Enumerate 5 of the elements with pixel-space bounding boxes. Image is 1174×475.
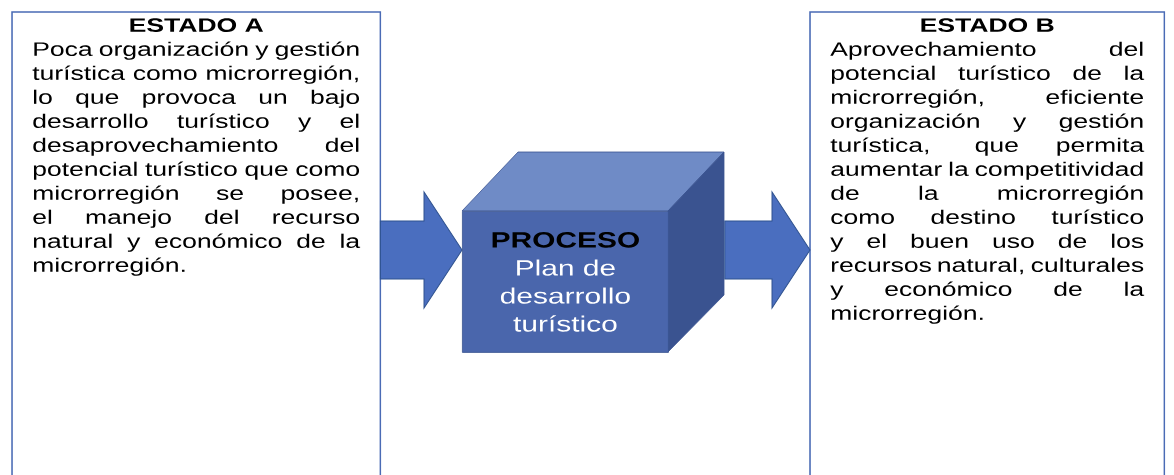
block-arrow <box>379 191 463 309</box>
text-box: ESTADO B Aprovechamiento del potencial turístico de la microrregión, eficiente organización y gestión turística, que permita aumentar la competitividad de la microrregión como destino turístico y el buen uso de los recursos natural, culturales y económico de la microrregión. <box>809 11 1166 475</box>
block-arrow <box>724 191 811 309</box>
cube-drawing: PROCESO Plan de desarrollo turístico <box>461 151 725 353</box>
text-box: ESTADO A Poca organización y gestión turística como microrregión, lo que provoca un bajo desarrollo turístico y el desaprovechamiento del potencial turístico que como microrregión se posee, el manejo del recurso natural y económico de la microrregión. <box>11 11 382 475</box>
